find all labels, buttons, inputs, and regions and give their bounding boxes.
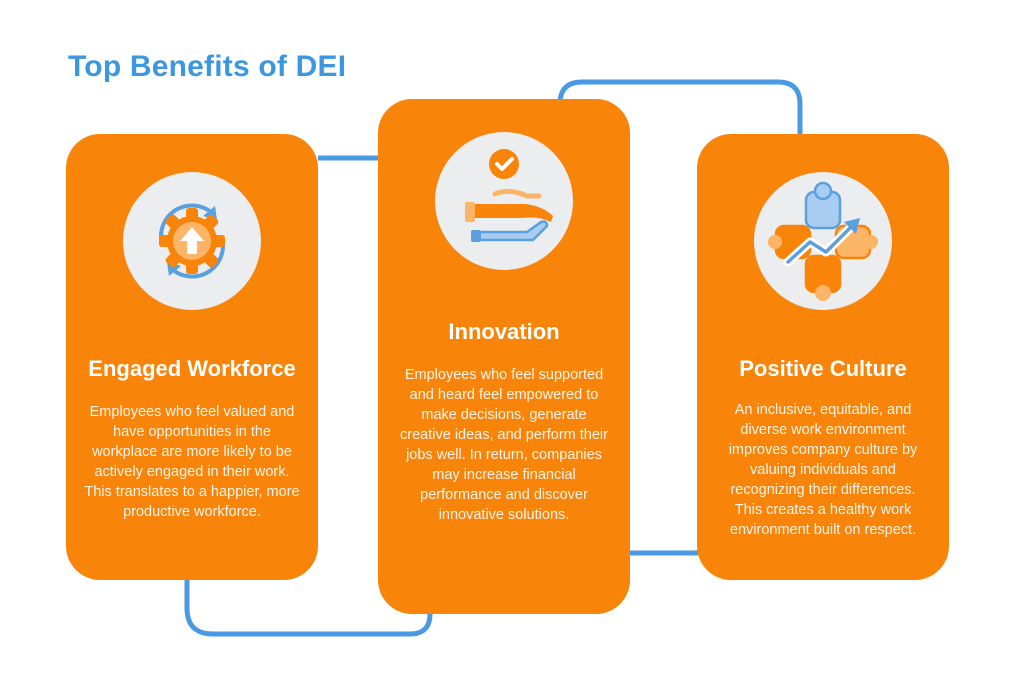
page-title: Top Benefits of DEI bbox=[68, 50, 347, 83]
card-engaged-workforce: Engaged Workforce Employees who feel val… bbox=[66, 134, 318, 580]
card-title: Positive Culture bbox=[739, 356, 907, 381]
card-positive-culture: Positive Culture An inclusive, equitable… bbox=[697, 134, 949, 580]
icon-circle bbox=[754, 172, 892, 310]
card-description: An inclusive, equitable, and diverse wor… bbox=[728, 402, 918, 538]
card-title: Engaged Workforce bbox=[88, 356, 296, 381]
puzzle-growth-arrow-icon bbox=[768, 181, 878, 301]
card-description: Employees who feel valued and have oppor… bbox=[84, 404, 300, 520]
icon-circle bbox=[435, 132, 573, 270]
card-title: Innovation bbox=[448, 319, 560, 344]
gear-arrows-icon bbox=[158, 203, 226, 279]
card-description: Employees who feel supported and heard f… bbox=[400, 367, 608, 523]
helping-hands-check-icon bbox=[465, 149, 553, 242]
card-innovation: Innovation Employees who feel supported … bbox=[378, 99, 630, 614]
icon-circle bbox=[123, 172, 261, 310]
